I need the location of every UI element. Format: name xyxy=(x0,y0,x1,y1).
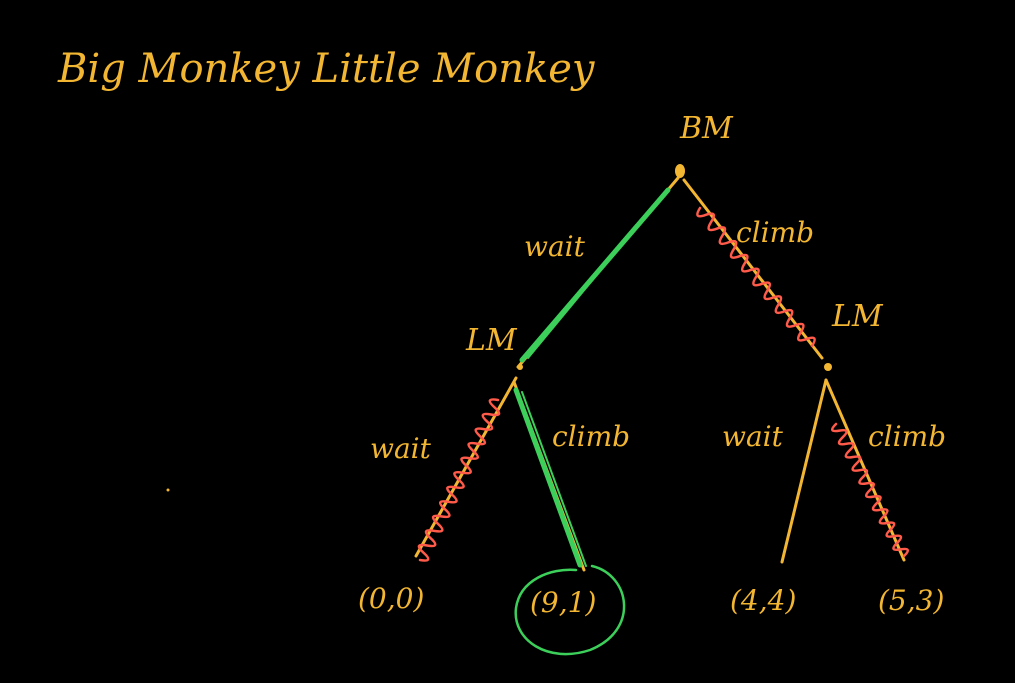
chalk-speck xyxy=(166,488,170,492)
eliminated-zigzag-right-climb xyxy=(831,422,909,558)
root-node-dot xyxy=(675,164,685,178)
chosen-path-highlights xyxy=(513,187,671,568)
payoff-climb-climb: (5,3) xyxy=(878,584,944,617)
tree-edges xyxy=(414,176,906,572)
left-node-player-label: LM xyxy=(465,323,518,358)
edge-label-right-wait: wait xyxy=(722,420,784,453)
eliminated-zigzag-bm-climb xyxy=(696,206,816,348)
edge-label-left-climb: climb xyxy=(552,420,630,453)
chosen-highlight-left-climb-2 xyxy=(521,391,587,567)
decision-nodes xyxy=(517,164,832,371)
left-node-dot xyxy=(517,364,523,370)
edge-label-bm-wait: wait xyxy=(524,230,586,263)
edge-right-wait xyxy=(780,378,828,564)
chosen-highlight-left-climb xyxy=(513,387,583,568)
payoff-wait-wait: (0,0) xyxy=(358,582,424,615)
eliminated-moves xyxy=(417,206,909,562)
root-player-label: BM xyxy=(679,111,734,146)
edge-label-left-wait: wait xyxy=(370,432,432,465)
equilibrium-circle xyxy=(514,564,626,656)
payoff-wait-climb: (9,1) xyxy=(530,586,596,619)
edge-label-right-climb: climb xyxy=(868,420,946,453)
payoff-climb-wait: (4,4) xyxy=(730,584,796,617)
right-node-player-label: LM xyxy=(831,299,884,334)
right-node-dot xyxy=(824,363,832,371)
edge-label-bm-climb: climb xyxy=(736,216,814,249)
eliminated-zigzag-left-wait xyxy=(417,398,501,562)
diagram-title: Big Monkey Little Monkey xyxy=(57,46,596,92)
chosen-highlight-bm-wait-2 xyxy=(527,195,663,359)
